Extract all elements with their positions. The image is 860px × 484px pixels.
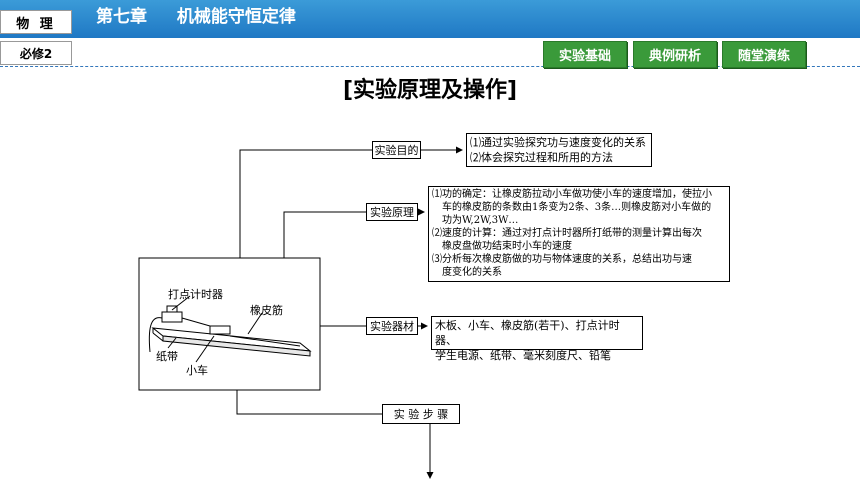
purpose-label: 实验目的	[372, 141, 421, 159]
header-divider	[0, 66, 860, 67]
nav-practice-button[interactable]: 随堂演练	[722, 41, 806, 68]
equipment-label: 实验器材	[366, 317, 418, 335]
principle-line: ⑶分析每次橡皮筋做的功与物体速度的关系，总结出功与速	[432, 254, 692, 265]
connector-purpose	[239, 149, 372, 258]
nav-basics-button[interactable]: 实验基础	[543, 41, 627, 68]
purpose-line: ⑵体会探究过程和所用的方法	[470, 151, 613, 164]
label-tape: 纸带	[156, 350, 178, 363]
principle-label: 实验原理	[366, 203, 418, 221]
equipment-line: 木板、小车、橡皮筋(若干)、打点计时器、	[435, 319, 620, 347]
board-drawing	[148, 295, 312, 363]
principle-line: 功为W,2W,3W…	[442, 215, 519, 226]
principle-line: 橡皮盘做功结束时小车的速度	[442, 241, 572, 252]
book-label: 必修2	[0, 41, 72, 65]
chapter-title: 机械能守恒定律	[176, 7, 296, 27]
page-title: [实验原理及操作]	[342, 78, 518, 103]
apparatus-frame	[138, 257, 321, 391]
header-bar	[0, 0, 860, 38]
principle-line: ⑴功的确定：让橡皮筋拉动小车做功使小车的速度增加，使拉小	[432, 189, 712, 200]
equipment-box: 木板、小车、橡皮筋(若干)、打点计时器、 学生电源、纸带、毫米刻度尺、铅笔	[431, 316, 643, 362]
chapter-heading: 第七章 机械能守恒定律	[96, 2, 296, 27]
principle-line: ⑵速度的计算：通过对打点计时器所打纸带的测量计算出每次	[432, 228, 702, 239]
purpose-box: ⑴通过实验探究功与速度变化的关系 ⑵体会探究过程和所用的方法	[466, 133, 652, 167]
steps-label: 实 验 步 骤	[382, 404, 460, 424]
principle-box: ⑴功的确定：让橡皮筋拉动小车做功使小车的速度增加，使拉小 车的橡皮筋的条数由1条…	[428, 186, 730, 282]
nav-examples-button[interactable]: 典例研析	[633, 41, 717, 68]
principle-line: 度变化的关系	[442, 267, 502, 278]
label-timer: 打点计时器	[168, 288, 223, 301]
chapter-number: 第七章	[96, 7, 147, 27]
connector-principle	[283, 211, 366, 258]
principle-line: 车的橡皮筋的条数由1条变为2条、3条…则橡皮筋对小车做的	[442, 202, 712, 213]
connector-steps	[236, 390, 382, 415]
subject-label: 物 理	[0, 10, 72, 34]
label-cart: 小车	[186, 364, 208, 377]
label-rubber-band: 橡皮筋	[250, 304, 283, 317]
equipment-line: 学生电源、纸带、毫米刻度尺、铅笔	[435, 349, 611, 362]
purpose-line: ⑴通过实验探究功与速度变化的关系	[470, 136, 646, 149]
